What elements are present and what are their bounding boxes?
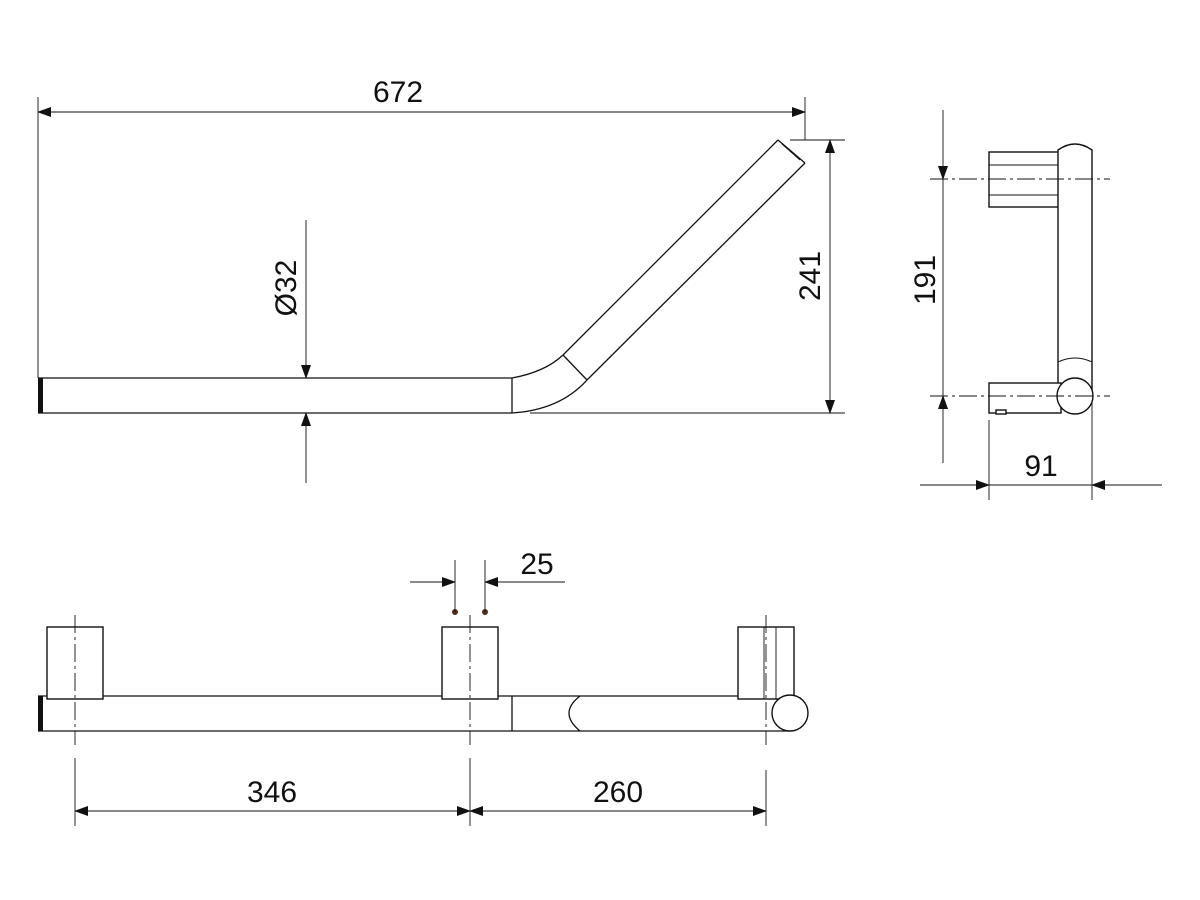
side-view	[930, 143, 1110, 415]
dim-label-191: 191	[909, 255, 942, 305]
dim-label-91: 91	[1024, 450, 1057, 483]
dim-label-672: 672	[373, 76, 423, 109]
dim-screw-spacing: 25	[410, 548, 565, 612]
top-tube-end-cap-left	[38, 696, 43, 731]
dim-side-height: 191	[909, 110, 948, 463]
front-view	[38, 139, 806, 414]
top-tube-end-circle	[771, 694, 809, 732]
dim-spans: 346 260	[74, 758, 767, 826]
dim-label-241: 241	[794, 251, 827, 301]
dim-diameter: Ø32	[270, 220, 311, 483]
dim-side-depth: 91	[920, 400, 1162, 500]
dim-label-260: 260	[593, 776, 643, 809]
top-view	[38, 609, 809, 745]
dim-overall-length: 672	[37, 76, 806, 378]
tube-end-cap-left	[38, 378, 43, 413]
dim-label-25: 25	[520, 548, 553, 581]
dim-label-diameter: Ø32	[270, 260, 303, 317]
dim-angled-height: 241	[530, 139, 845, 414]
dim-label-346: 346	[247, 776, 297, 809]
